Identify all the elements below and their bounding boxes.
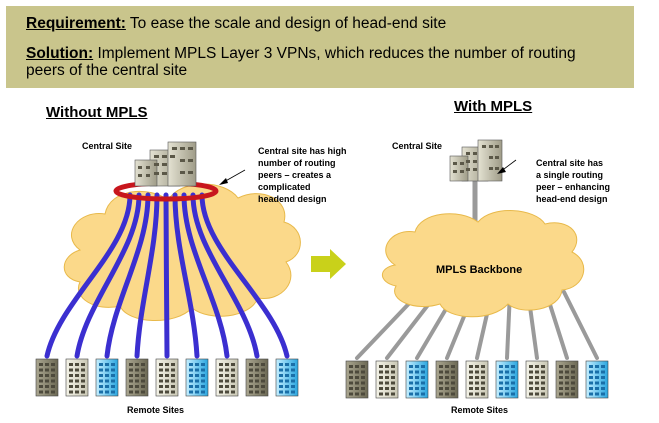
right-panel-title: With MPLS	[454, 98, 533, 115]
remote-site-building	[245, 358, 269, 397]
remote-site-building	[35, 358, 59, 397]
remote-site-building	[495, 360, 519, 399]
left-note-line: Central site has high	[258, 146, 347, 156]
remote-site-building	[215, 358, 239, 397]
routing-peer-line	[163, 192, 170, 359]
transition-arrow	[311, 249, 346, 279]
requirement-text: To ease the scale and design of head-end…	[125, 15, 447, 32]
right-central-site-label: Central Site	[392, 141, 443, 151]
right-remote-sites-label: Remote Sites	[451, 405, 509, 415]
remote-site-building	[405, 360, 429, 399]
remote-site-building	[95, 358, 119, 397]
routing-peer-line	[104, 192, 151, 359]
left-note-line: complicated	[258, 182, 311, 192]
right-note-line: head-end design	[536, 194, 608, 204]
right-note-line: Central site has	[536, 158, 604, 168]
left-central-site-building	[134, 141, 197, 187]
left-note-line: peers – creates a	[258, 170, 332, 180]
routing-peer-line	[190, 192, 260, 359]
mpls-backbone-label: MPLS Backbone	[436, 264, 523, 276]
remote-site-building	[465, 360, 489, 399]
left-note-line: number of routing	[258, 158, 336, 168]
routing-peer-lines	[44, 192, 290, 359]
remote-site-building	[375, 360, 399, 399]
right-note-arrowhead	[497, 167, 506, 174]
summary-banner: Requirement: To ease the scale and desig…	[6, 6, 634, 88]
right-note-line: peer – enhancing	[536, 182, 611, 192]
remote-site-building	[185, 358, 209, 397]
left-note: Central site has high number of routing …	[258, 145, 347, 205]
left-remote-sites-label: Remote Sites	[127, 405, 185, 415]
remote-site-building	[65, 358, 89, 397]
left-note-line: headend design	[258, 194, 327, 204]
requirement-line: Requirement: To ease the scale and desig…	[26, 15, 446, 32]
remote-site-building	[525, 360, 549, 399]
right-central-site-building	[449, 139, 503, 182]
left-central-site-label: Central Site	[82, 141, 133, 151]
left-remote-sites	[35, 358, 299, 397]
remote-site-building	[125, 358, 149, 397]
solution-label: Solution:	[26, 45, 94, 62]
routing-peer-line	[172, 192, 200, 359]
backbone-link	[562, 290, 599, 360]
left-note-arrowhead	[219, 178, 228, 185]
right-remote-sites	[345, 360, 609, 399]
requirement-label: Requirement:	[26, 15, 126, 32]
routing-peer-line	[44, 192, 133, 359]
remote-site-building	[435, 360, 459, 399]
remote-site-building	[555, 360, 579, 399]
routing-peer-line	[74, 192, 142, 359]
right-note: Central site has a single routing peer –…	[536, 157, 610, 205]
solution-line: Solution: Implement MPLS Layer 3 VPNs, w…	[26, 45, 576, 62]
left-panel-title: Without MPLS	[46, 104, 148, 121]
remote-site-building	[345, 360, 369, 399]
routing-peer-line	[199, 192, 290, 359]
solution-line-2: peers of the central site	[26, 62, 188, 79]
right-note-line: a single routing	[536, 170, 604, 180]
solution-text-1: Implement MPLS Layer 3 VPNs, which reduc…	[93, 45, 576, 62]
mpls-backbone-cloud	[381, 210, 585, 318]
remote-site-building	[585, 360, 609, 399]
routing-peer-line	[181, 192, 230, 359]
remote-site-building	[275, 358, 299, 397]
remote-site-building	[155, 358, 179, 397]
routing-peer-line	[134, 192, 160, 359]
